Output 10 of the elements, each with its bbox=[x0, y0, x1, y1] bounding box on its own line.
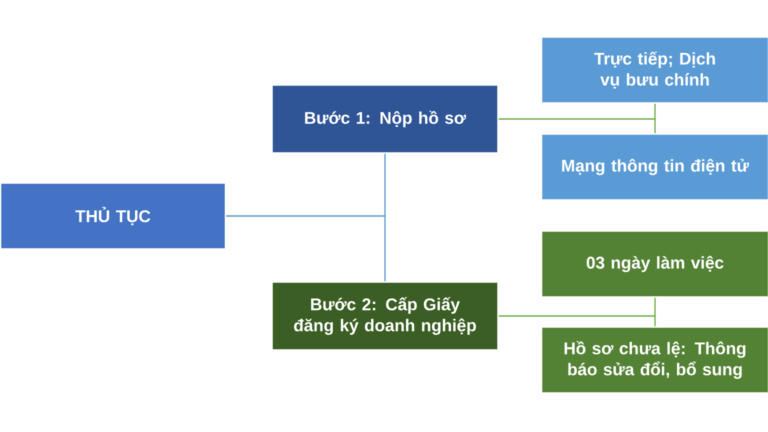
step-box: Bước 1: Nộp hồ sơ bbox=[271, 84, 499, 154]
option-box: Trực tiếp; Dịch vụ bưu chính bbox=[540, 36, 768, 104]
step-box: Bước 2: Cấp Giấy đăng ký doanh nghiệp bbox=[271, 281, 499, 351]
connector-line bbox=[226, 215, 386, 282]
connector-line bbox=[498, 315, 656, 326]
option-box: 03 ngày làm việc bbox=[540, 230, 768, 298]
connector-line bbox=[498, 118, 656, 134]
category-box: THỦ TỤC bbox=[0, 182, 226, 250]
option-box: Hồ sơ chưa lệ: Thông báo sửa đổi, bổ sung bbox=[540, 326, 768, 394]
option-box: Mạng thông tin điện tử bbox=[540, 133, 768, 201]
